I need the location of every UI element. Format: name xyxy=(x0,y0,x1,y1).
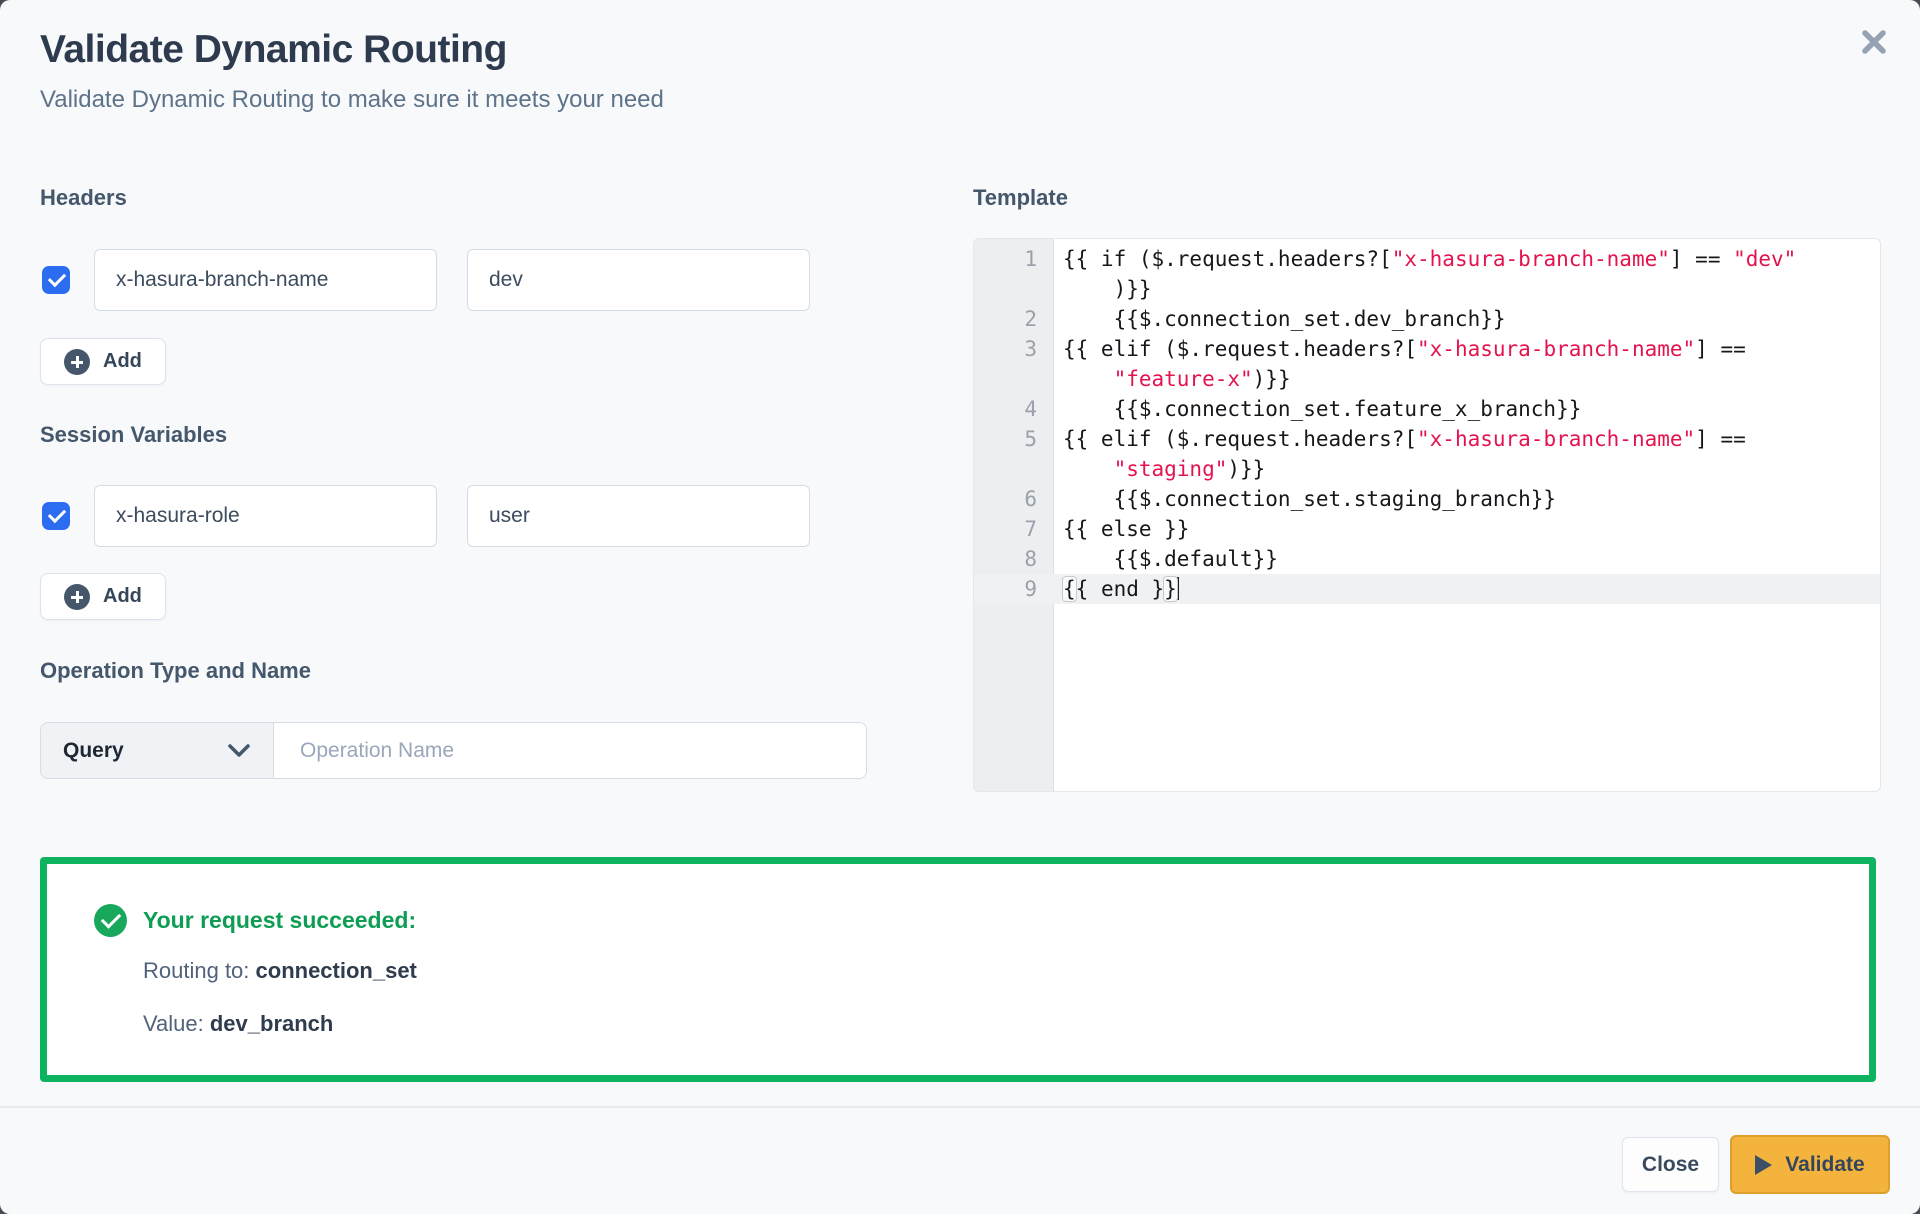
footer-actions: Close Validate xyxy=(1622,1135,1890,1194)
line-number: 6 xyxy=(1024,487,1037,511)
close-button[interactable]: Close xyxy=(1622,1137,1719,1192)
operation-combo: Query xyxy=(40,722,867,779)
page-title: Validate Dynamic Routing xyxy=(40,28,507,71)
line-number: 8 xyxy=(1024,547,1037,571)
code-line-text: {{ elif ($.request.headers?["x-hasura-br… xyxy=(1063,427,1746,451)
request-config-column: Headers Add Session Variables Add Operat… xyxy=(40,185,900,779)
code-row[interactable]: )}} xyxy=(974,274,1880,304)
close-button-label: Close xyxy=(1641,1152,1700,1176)
code-row[interactable]: "feature-x")}} xyxy=(974,364,1880,394)
code-line-text: {{ elif ($.request.headers?["x-hasura-br… xyxy=(1063,337,1746,361)
code-line-text: {{ end }} xyxy=(1062,576,1179,602)
code-line-text: {{$.connection_set.staging_branch}} xyxy=(1063,487,1557,511)
operation-name-input[interactable] xyxy=(274,723,866,778)
validate-button-label: Validate xyxy=(1785,1152,1865,1176)
line-number: 2 xyxy=(1024,307,1037,331)
session-variable-name-input[interactable] xyxy=(94,485,437,547)
code-row[interactable]: 8 {{$.default}} xyxy=(974,544,1880,574)
routing-label: Routing to: xyxy=(143,958,256,983)
code-line-text: {{$.connection_set.dev_branch}} xyxy=(1063,307,1506,331)
routing-value: connection_set xyxy=(255,958,417,983)
operation-type-value: Query xyxy=(63,738,124,762)
code-row[interactable]: 6 {{$.connection_set.staging_branch}} xyxy=(974,484,1880,514)
session-variable-row xyxy=(40,485,900,547)
header-enabled-checkbox[interactable] xyxy=(42,266,70,294)
code-line-text: {{$.default}} xyxy=(1063,547,1278,571)
line-number xyxy=(974,274,1054,304)
play-icon xyxy=(1755,1154,1773,1175)
result-status-text: Your request succeeded: xyxy=(143,907,417,933)
add-header-button[interactable]: Add xyxy=(40,338,166,385)
code-row[interactable]: "staging")}} xyxy=(974,454,1880,484)
code-row[interactable]: 7 {{ else }} xyxy=(974,514,1880,544)
modal-header: Validate Dynamic Routing Validate Dynami… xyxy=(40,28,664,114)
add-session-variable-label: Add xyxy=(103,585,142,607)
result-header: Your request succeeded: xyxy=(94,904,1869,937)
code-line-text: {{$.connection_set.feature_x_branch}} xyxy=(1063,397,1582,421)
code-row[interactable]: 9 {{ end }} xyxy=(974,574,1880,604)
code-line-text: "feature-x")}} xyxy=(1113,367,1291,391)
session-variable-value-input[interactable] xyxy=(467,485,810,547)
code-line-text: "staging")}} xyxy=(1113,457,1266,481)
template-column: Template 1 {{ if ($.request.headers?["x-h… xyxy=(973,185,1881,792)
code-row[interactable]: 1 {{ if ($.request.headers?["x-hasura-bra… xyxy=(974,244,1880,274)
code-row[interactable]: 2 {{$.connection_set.dev_branch}} xyxy=(974,304,1880,334)
line-number: 4 xyxy=(1024,397,1037,421)
template-code-editor[interactable]: 1 {{ if ($.request.headers?["x-hasura-bra… xyxy=(973,238,1881,792)
headers-section-label: Headers xyxy=(40,185,127,210)
value-value: dev_branch xyxy=(209,1011,334,1036)
result-value-line: Value: dev_branch xyxy=(143,1011,1869,1037)
value-label: Value: xyxy=(143,1011,210,1036)
session-variables-section-label: Session Variables xyxy=(40,422,228,447)
code-line-text: )}} xyxy=(1063,277,1152,301)
line-number: 7 xyxy=(1024,517,1037,541)
code-editor-rows: 1 {{ if ($.request.headers?["x-hasura-bra… xyxy=(974,239,1880,604)
plus-icon xyxy=(64,348,90,375)
code-line-text: {{ if ($.request.headers?["x-hasura-bran… xyxy=(1063,247,1797,271)
code-row[interactable]: 3 {{ elif ($.request.headers?["x-hasura-b… xyxy=(974,334,1880,364)
line-number: 3 xyxy=(1024,337,1037,361)
validation-result-panel: Your request succeeded: Routing to: conn… xyxy=(40,857,1876,1082)
line-number-gutter xyxy=(974,239,1054,791)
footer-divider xyxy=(0,1106,1920,1108)
validate-button[interactable]: Validate xyxy=(1730,1135,1890,1194)
close-icon[interactable] xyxy=(1854,22,1894,62)
line-number: 1 xyxy=(1024,247,1037,271)
operation-section-label: Operation Type and Name xyxy=(40,658,311,683)
line-number: 5 xyxy=(1024,427,1037,451)
line-number: 9 xyxy=(1024,577,1037,601)
operation-type-select[interactable]: Query xyxy=(41,723,274,778)
plus-icon xyxy=(64,583,90,610)
line-number xyxy=(974,364,1054,394)
template-section-label: Template xyxy=(973,185,1068,210)
session-variable-enabled-checkbox[interactable] xyxy=(42,502,70,530)
header-name-input[interactable] xyxy=(94,249,437,311)
chevron-down-icon xyxy=(228,744,250,757)
code-row[interactable]: 4 {{$.connection_set.feature_x_branch}} xyxy=(974,394,1880,424)
header-row xyxy=(40,249,900,311)
result-routing-line: Routing to: connection_set xyxy=(143,958,1869,984)
header-value-input[interactable] xyxy=(467,249,810,311)
code-line-text: {{ else }} xyxy=(1063,517,1190,541)
check-circle-icon xyxy=(94,904,127,937)
add-header-label: Add xyxy=(103,350,142,372)
line-number xyxy=(974,454,1054,484)
code-row[interactable]: 5 {{ elif ($.request.headers?["x-hasura-b… xyxy=(974,424,1880,454)
add-session-variable-button[interactable]: Add xyxy=(40,573,166,620)
page-subtitle: Validate Dynamic Routing to make sure it… xyxy=(40,86,664,113)
text-cursor xyxy=(1176,577,1179,600)
